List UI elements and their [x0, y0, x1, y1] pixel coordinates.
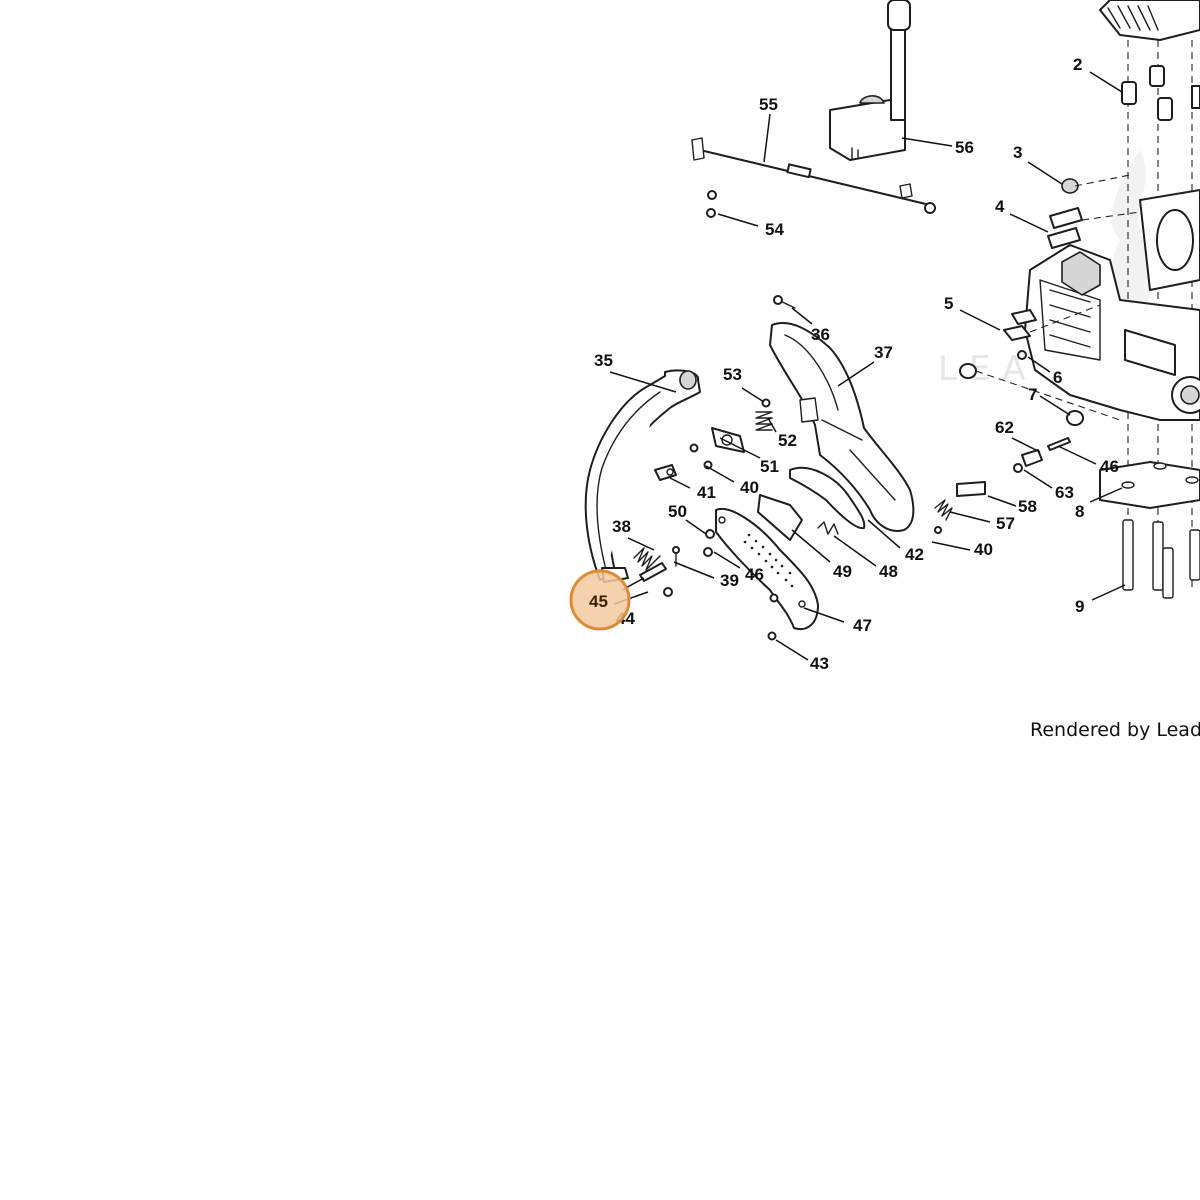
lever-41 [654, 464, 677, 481]
callout-40a: 40 [740, 478, 759, 497]
screw-40 [689, 443, 699, 453]
throttle-trigger [789, 466, 866, 535]
screw-43a [769, 593, 779, 603]
callout-55: 55 [759, 95, 778, 114]
callout-49: 49 [833, 562, 852, 581]
callout-48: 48 [879, 562, 898, 581]
handle-insert-49 [757, 494, 803, 541]
callout-63: 63 [1055, 483, 1074, 502]
callout-52: 52 [778, 431, 797, 450]
callout-46a: 46 [745, 565, 764, 584]
callout-57: 57 [996, 514, 1015, 533]
callout-5: 5 [944, 294, 953, 313]
callout-38: 38 [612, 517, 631, 536]
callout-41: 41 [697, 483, 716, 502]
callout-4: 4 [995, 197, 1005, 216]
spring-52 [755, 411, 773, 431]
engine-housing-assembly [934, 0, 1200, 599]
callouts: 2 3 4 5 6 7 8 9 35 36 37 38 39 40 40 41 … [594, 55, 1119, 673]
callout-9: 9 [1075, 597, 1084, 616]
screw-53 [761, 398, 771, 408]
callout-58: 58 [1018, 497, 1037, 516]
callout-7: 7 [1028, 385, 1037, 404]
callout-39: 39 [720, 571, 739, 590]
callout-47: 47 [853, 616, 872, 635]
callout-2: 2 [1073, 55, 1082, 74]
screw-43b [767, 631, 777, 641]
callout-62: 62 [995, 418, 1014, 437]
callout-43: 43 [810, 654, 829, 673]
callout-46b: 46 [1100, 457, 1119, 476]
screw-54 [706, 190, 717, 218]
callout-37: 37 [874, 343, 893, 362]
screw-36 [773, 295, 796, 309]
rendered-by-footer: Rendered by LeadVer [1030, 719, 1200, 741]
callout-35: 35 [594, 351, 613, 370]
callout-36: 36 [811, 325, 830, 344]
highlighted-callout-45[interactable]: 45 [569, 569, 631, 631]
callout-8: 8 [1075, 502, 1084, 521]
highlight-circle[interactable] [569, 569, 631, 631]
screw-46 [703, 547, 713, 557]
ignition-coil [829, 0, 911, 161]
callout-3: 3 [1013, 143, 1022, 162]
screw-39 [672, 546, 680, 567]
callout-54: 54 [765, 220, 784, 239]
spring-38 [633, 547, 661, 571]
callout-42: 42 [905, 545, 924, 564]
callout-40b: 40 [974, 540, 993, 559]
callout-45[interactable]: 45 [589, 592, 608, 611]
rear-handle [769, 322, 915, 532]
ignition-wire [691, 137, 936, 214]
callout-56: 56 [955, 138, 974, 157]
screw-50 [705, 529, 715, 539]
screw-44 [663, 587, 673, 597]
callout-53: 53 [723, 365, 742, 384]
callout-50: 50 [668, 502, 687, 521]
flame-watermark-icon [1110, 150, 1156, 340]
callout-6: 6 [1053, 368, 1062, 387]
watermark: LEA [938, 349, 1038, 389]
handle-cover-47 [715, 507, 819, 630]
leader-lines [609, 71, 1126, 661]
callout-51: 51 [760, 457, 779, 476]
